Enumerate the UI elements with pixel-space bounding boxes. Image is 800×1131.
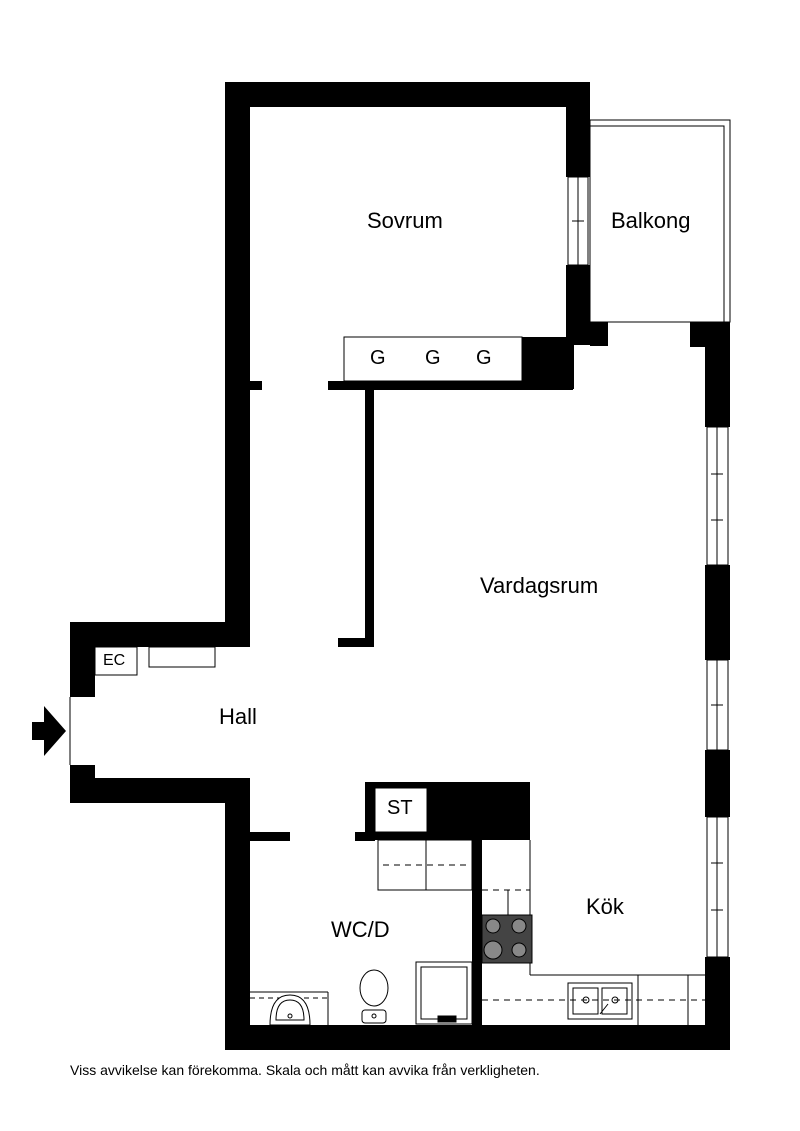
- disclaimer-text: Viss avvikelse kan förekomma. Skala och …: [70, 1062, 540, 1078]
- storage-box: [374, 787, 428, 833]
- room-label-balkong: Balkong: [611, 208, 691, 233]
- room-label-vardagsrum: Vardagsrum: [480, 573, 599, 598]
- storage-label: ST: [387, 797, 413, 819]
- room-label-sovrum: Sovrum: [367, 208, 443, 233]
- ec-label: EC: [103, 652, 126, 669]
- wc-cabinets: [377, 839, 473, 891]
- room-label-kok: Kök: [586, 894, 624, 919]
- wardrobe-frame: [343, 336, 523, 382]
- wardrobe-label-3: G: [476, 347, 492, 369]
- windows: [567, 176, 729, 958]
- washing-machine-icon: [415, 961, 473, 1025]
- stove-icon: [481, 914, 533, 964]
- toilet-icon: [359, 969, 389, 1024]
- room-label-wc: WC/D: [331, 917, 390, 942]
- walls: [70, 82, 730, 1050]
- wardrobe-label-1: G: [370, 347, 386, 369]
- balcony: [589, 119, 731, 323]
- room-label-hall: Hall: [219, 704, 257, 729]
- wardrobe-label-2: G: [425, 347, 441, 369]
- hall-shelf: [148, 646, 216, 668]
- washbasin-icon: [250, 991, 329, 1026]
- entrance-arrow-icon: [32, 706, 66, 756]
- ec-box: [94, 646, 138, 676]
